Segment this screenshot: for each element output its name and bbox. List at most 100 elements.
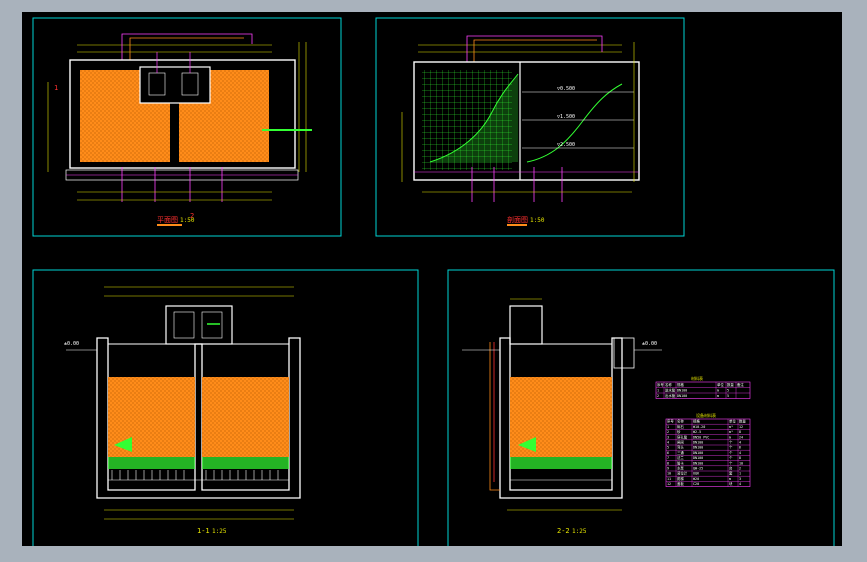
- table-cell: 台: [729, 466, 733, 471]
- table-title: 材料表: [691, 375, 703, 381]
- table-cell: 个: [729, 450, 733, 455]
- table-cell: 8: [739, 456, 741, 460]
- table-cell: QW-25: [693, 467, 703, 471]
- material-table-2: 设备材料表序号名称 规格 单位数量 1 砾石 Φ10-20 m³ 12 2 砂 Φ2-5 m³ 8 3 穿孔…: [665, 412, 751, 487]
- sec2-scale: 1:25: [572, 528, 587, 535]
- table-cell: Φ10-20: [693, 425, 705, 429]
- table-cell: m: [729, 435, 731, 439]
- level-mark: ▽2.500: [557, 142, 575, 148]
- table-cell: 出水管: [665, 393, 676, 398]
- table-cell: 6: [667, 451, 669, 455]
- sec2-inlet-box: [509, 305, 543, 345]
- section-a-caption: 剖面图: [507, 215, 528, 224]
- table-cell: 盖板: [677, 481, 684, 486]
- table-cell: DN100: [693, 456, 703, 460]
- table-cell: 个: [729, 445, 733, 450]
- table-cell: 11: [667, 477, 671, 481]
- table-cell: 砾石: [677, 424, 684, 429]
- table-cell: 规格: [693, 419, 700, 424]
- table-cell: DN50 PVC: [693, 435, 709, 439]
- table-cell: 名称: [665, 382, 672, 387]
- table-cell: 数量: [739, 419, 746, 424]
- table-cell: DN100: [677, 394, 687, 398]
- sec1-ground-level: ±0.00: [64, 341, 79, 347]
- table-cell: 4: [739, 441, 741, 445]
- table-cell: 1: [657, 389, 659, 393]
- plan-side-mark: 1: [54, 84, 58, 92]
- table-cell: m: [729, 477, 731, 481]
- sheet-section-1[interactable]: ±0.00 1-1 1:25: [32, 269, 419, 548]
- table-cell: 序号: [667, 419, 674, 424]
- table-cell: DN100: [677, 389, 687, 393]
- sheet-frame: [32, 17, 342, 237]
- table-cell: 进水管: [665, 388, 676, 393]
- table-cell: 数量: [727, 382, 734, 387]
- table-cell: 10: [667, 472, 671, 476]
- table-cell: 7: [667, 456, 669, 460]
- sec1-media-right: [202, 377, 289, 457]
- table-cell: 3: [667, 435, 669, 439]
- table-cell: 1: [739, 472, 741, 476]
- table-cell: m: [717, 389, 719, 393]
- drawing-canvas[interactable]: 1 2 平面图 1:50: [22, 12, 842, 548]
- table-cell: m³: [729, 425, 733, 429]
- table-cell: DN100: [693, 461, 703, 465]
- table-cell: DN100: [693, 446, 703, 450]
- table-cell: 8: [667, 461, 669, 465]
- table-cell: 穿孔管: [677, 434, 688, 439]
- table-cell: 12: [739, 425, 743, 429]
- table-cell: 三通: [677, 450, 684, 455]
- table-cell: 3: [739, 477, 741, 481]
- table-cell: 爬梯: [677, 476, 684, 481]
- table-cell: m³: [729, 430, 733, 434]
- table-cell: 名称: [677, 419, 684, 424]
- table-cell: 块: [729, 481, 733, 486]
- table-cell: 套: [729, 471, 733, 476]
- section-a-tank: [413, 61, 640, 181]
- table-cell: C20: [693, 482, 699, 486]
- table-cell: 单位: [729, 419, 736, 424]
- table-cell: 闸阀: [677, 440, 684, 445]
- plan-scale: 1:50: [180, 217, 195, 224]
- table-cell: 备注: [737, 382, 744, 387]
- table-cell: 2: [739, 467, 741, 471]
- table-title: 设备材料表: [696, 412, 716, 418]
- table-cell: 法兰: [677, 455, 684, 460]
- sheet-section-a[interactable]: ▽0.500 ▽1.500 ▽2.500 剖面图 1:50: [375, 17, 685, 237]
- table-cell: 24: [739, 435, 743, 439]
- sec2-caption: 2-2: [557, 527, 570, 535]
- table-cell: DN100: [693, 441, 703, 445]
- table-cell: 9: [667, 467, 669, 471]
- table-cell: 单位: [717, 382, 724, 387]
- table-cell: 6: [739, 446, 741, 450]
- table-cell: 4: [739, 451, 741, 455]
- table-cell: 4: [739, 482, 741, 486]
- sheet-plan[interactable]: 1 2 平面图 1:50: [32, 17, 342, 237]
- sheet-frame: [375, 17, 685, 237]
- table-cell: UQK: [693, 472, 700, 476]
- table-cell: Φ20: [693, 477, 699, 481]
- level-mark: ▽1.500: [557, 114, 575, 120]
- table-cell: 个: [729, 455, 733, 460]
- table-cell: 水泵: [677, 466, 684, 471]
- table-cell: 管卡: [677, 460, 684, 465]
- table-cell: 砂: [677, 429, 681, 434]
- table-cell: 8: [739, 430, 741, 434]
- table-cell: 序号: [657, 382, 664, 387]
- table-cell: 规格: [677, 382, 684, 387]
- table-cell: 2: [657, 394, 659, 398]
- table-cell: 2: [667, 430, 669, 434]
- table-cell: 5: [727, 389, 729, 393]
- plan-caption: 平面图: [157, 216, 178, 224]
- plan-bottom-mark: 2: [190, 212, 194, 220]
- table-cell: 5: [667, 446, 669, 450]
- sec1-tank-wall: [96, 337, 301, 499]
- level-mark: ▽0.500: [557, 86, 575, 92]
- table-cell: 液位计: [677, 471, 688, 476]
- sheet-frame: [447, 269, 835, 548]
- table-cell: Φ2-5: [693, 430, 701, 434]
- table-cell: 弯头: [677, 445, 684, 450]
